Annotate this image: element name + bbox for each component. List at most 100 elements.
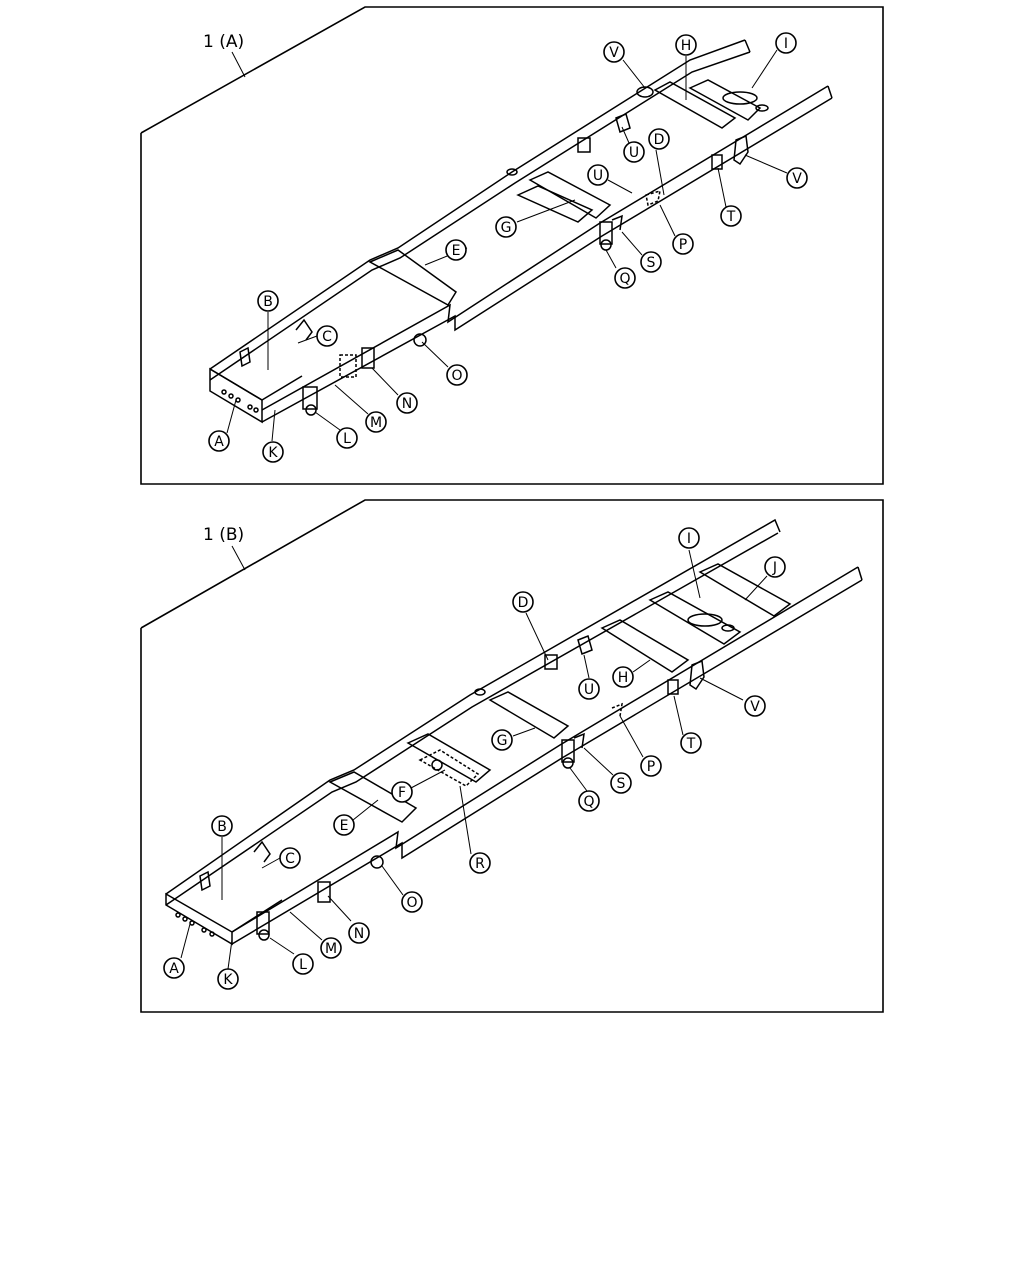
panel-b-callout-h: H — [612, 666, 634, 688]
panel-b-callout-p: P — [640, 755, 662, 777]
svg-text:J: J — [772, 560, 777, 576]
svg-text:V: V — [750, 699, 760, 715]
panel-a-callout-s: S — [640, 251, 662, 273]
svg-text:C: C — [285, 851, 295, 867]
panel-a-callout-g: G — [495, 216, 517, 238]
svg-text:H: H — [681, 38, 692, 54]
svg-text:S: S — [617, 776, 626, 792]
svg-text:E: E — [452, 243, 461, 259]
panel-b-callout-i: I — [678, 527, 700, 549]
panel-a-callout-o: O — [446, 364, 468, 386]
svg-text:U: U — [629, 145, 639, 161]
svg-text:N: N — [402, 396, 412, 412]
svg-text:A: A — [214, 434, 224, 450]
svg-text:K: K — [223, 972, 233, 988]
panel-b-callout-g: G — [491, 729, 513, 751]
panel-a-callout-v-lower: V — [786, 167, 808, 189]
panel-a-callout-q: Q — [614, 267, 636, 289]
panel-b-callout-b: B — [211, 815, 233, 837]
svg-text:I: I — [687, 531, 691, 547]
panel-b-callout-c: C — [279, 847, 301, 869]
svg-text:M: M — [370, 415, 382, 431]
svg-text:N: N — [354, 926, 364, 942]
svg-text:D: D — [518, 595, 529, 611]
panel-b-callout-s: S — [610, 772, 632, 794]
panel-a-callout-k: K — [262, 441, 284, 463]
svg-text:O: O — [451, 368, 462, 384]
panel-b-callout-v: V — [744, 695, 766, 717]
svg-text:G: G — [497, 733, 508, 749]
svg-text:I: I — [784, 36, 788, 52]
panel-b-border — [140, 499, 884, 1013]
svg-text:M: M — [325, 941, 337, 957]
panel-b-callouts: A B C D E F G H I J K L M N O P Q R S T … — [163, 527, 786, 990]
panel-b-callout-m: M — [320, 937, 342, 959]
svg-text:T: T — [686, 736, 696, 752]
panel-a-callouts: A B C D E G H I K L M N O P Q S T U U V … — [208, 32, 808, 463]
panel-a: 1 (A) — [140, 6, 884, 485]
panel-a-callout-l: L — [336, 427, 358, 449]
svg-text:B: B — [217, 819, 227, 835]
svg-text:K: K — [268, 445, 278, 461]
svg-text:G: G — [501, 220, 512, 236]
svg-text:H: H — [618, 670, 629, 686]
svg-text:L: L — [299, 957, 307, 973]
panel-a-callout-b: B — [257, 290, 279, 312]
svg-text:U: U — [584, 682, 594, 698]
panel-b: 1 (B) — [140, 499, 884, 1013]
svg-text:C: C — [322, 329, 332, 345]
panel-b-callout-f: F — [391, 781, 413, 803]
panel-a-callout-v-upper: V — [603, 41, 625, 63]
svg-text:R: R — [475, 856, 485, 872]
panel-a-callout-e: E — [445, 239, 467, 261]
panel-b-callout-n: N — [348, 922, 370, 944]
panel-a-callout-u-upper: U — [623, 141, 645, 163]
panel-b-callout-r: R — [469, 852, 491, 874]
svg-text:V: V — [609, 45, 619, 61]
svg-text:P: P — [647, 759, 655, 775]
panel-a-callout-d: D — [648, 128, 670, 150]
panel-b-callout-l: L — [292, 953, 314, 975]
panel-a-label-leader — [231, 51, 246, 78]
svg-text:B: B — [263, 294, 273, 310]
panel-b-leader-lines — [180, 549, 768, 970]
panel-b-callout-k: K — [217, 968, 239, 990]
panel-b-label-leader — [231, 545, 246, 571]
svg-text:Q: Q — [583, 794, 594, 810]
panel-a-callout-h: H — [675, 34, 697, 56]
panel-b-callout-d: D — [512, 591, 534, 613]
panel-b-callout-j: J — [764, 556, 786, 578]
panel-a-callout-a: A — [208, 430, 230, 452]
panel-a-callout-t: T — [720, 205, 742, 227]
panel-a-leader-lines — [226, 49, 788, 442]
panel-b-callout-o: O — [401, 891, 423, 913]
panel-a-callout-i: I — [775, 32, 797, 54]
svg-text:A: A — [169, 961, 179, 977]
panel-a-border — [140, 6, 884, 485]
panel-b-callout-e: E — [333, 814, 355, 836]
panel-a-chassis-frame — [209, 39, 833, 424]
svg-text:U: U — [593, 168, 603, 184]
svg-text:Q: Q — [619, 271, 630, 287]
svg-text:S: S — [647, 255, 656, 271]
svg-text:L: L — [343, 431, 351, 447]
panel-b-chassis-frame — [165, 518, 863, 946]
panel-a-callout-c: C — [316, 325, 338, 347]
svg-text:T: T — [726, 209, 736, 225]
svg-text:E: E — [340, 818, 349, 834]
svg-text:D: D — [654, 132, 665, 148]
svg-text:F: F — [398, 785, 406, 801]
svg-text:V: V — [792, 171, 802, 187]
panel-b-label: 1 (B) — [203, 525, 244, 545]
panel-b-callout-u: U — [578, 678, 600, 700]
svg-text:P: P — [679, 237, 687, 253]
panel-a-callout-u-lower: U — [587, 164, 609, 186]
panel-a-callout-n: N — [396, 392, 418, 414]
panel-a-callout-p: P — [672, 233, 694, 255]
panel-b-callout-a: A — [163, 957, 185, 979]
panel-b-callout-q: Q — [578, 790, 600, 812]
panel-a-callout-m: M — [365, 411, 387, 433]
svg-text:O: O — [406, 895, 417, 911]
panel-a-label: 1 (A) — [203, 32, 244, 52]
